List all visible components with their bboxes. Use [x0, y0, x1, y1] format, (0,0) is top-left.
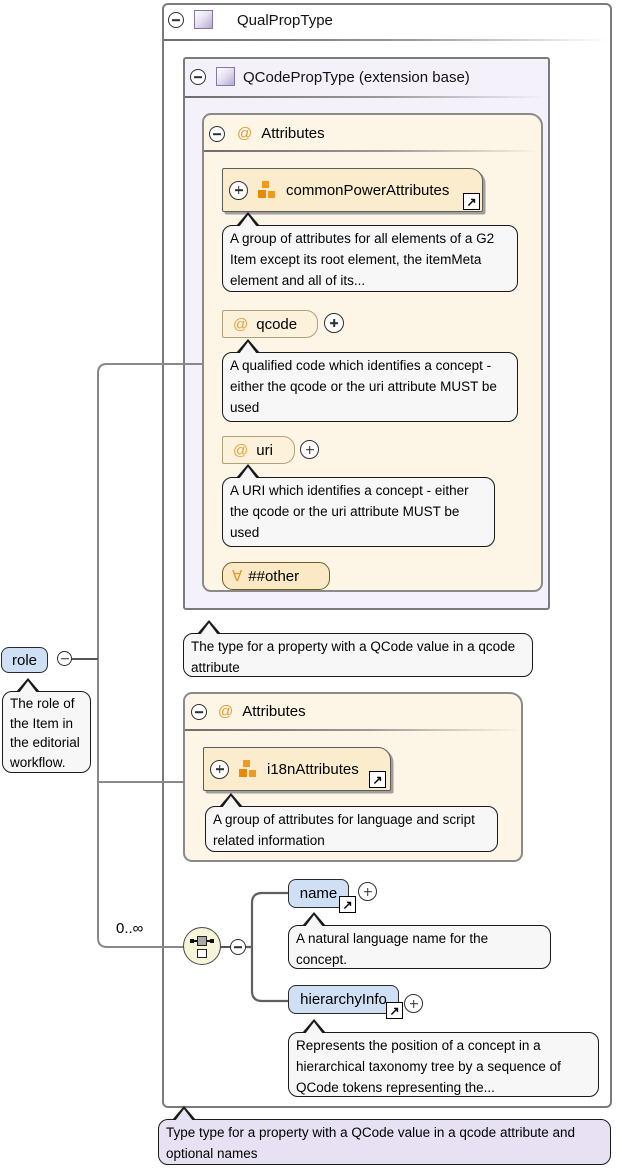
- attributes-label: Attributes: [242, 703, 306, 720]
- wildcard-other[interactable]: ∀ ##other: [222, 562, 330, 590]
- doc-role: The role of the Item in the editorial wo…: [2, 678, 91, 773]
- header-separator: [185, 96, 545, 98]
- attributes-label: Attributes: [261, 125, 325, 142]
- doc-uri: A URI which identifies a concept - eithe…: [222, 464, 495, 547]
- collapse-icon-attributes-1[interactable]: [209, 126, 225, 142]
- qualproptype-title: QualPropType: [237, 12, 333, 29]
- doc-text: A URI which identifies a concept - eithe…: [230, 483, 469, 540]
- element-role[interactable]: role: [1, 647, 48, 673]
- attribute-group-i18nattributes[interactable]: i18nAttributes: [203, 747, 391, 791]
- doc-name: A natural language name for the concept.: [288, 912, 551, 969]
- at-icon: @: [237, 125, 253, 142]
- attribute-group-label: commonPowerAttributes: [286, 181, 450, 199]
- complex-type-icon: [216, 67, 235, 86]
- attribute-uri[interactable]: @ uri: [222, 436, 295, 464]
- doc-qualproptype: Type type for a property with a QCode va…: [158, 1106, 611, 1165]
- header-separator: [185, 729, 520, 731]
- expand-icon-name[interactable]: [358, 882, 377, 901]
- doc-commonpowerattributes: A group of attributes for all elements o…: [222, 212, 518, 292]
- expand-icon-hierarchyinfo[interactable]: [404, 994, 423, 1013]
- doc-text: Type type for a property with a QCode va…: [166, 1125, 575, 1161]
- doc-text: Represents the position of a concept in …: [296, 1038, 561, 1095]
- header-separator: [164, 39, 609, 41]
- expand-icon-qcode[interactable]: [324, 313, 344, 333]
- at-icon: @: [233, 441, 249, 459]
- attribute-group-label: i18nAttributes: [267, 760, 359, 778]
- at-icon: @: [233, 315, 249, 333]
- link-icon[interactable]: [369, 771, 386, 788]
- sequence-compositor-icon[interactable]: [183, 927, 221, 965]
- doc-text: The type for a property with a QCode val…: [191, 639, 516, 675]
- attributes-header-1: @ Attributes: [237, 125, 325, 142]
- at-icon: @: [218, 703, 234, 720]
- attribute-group-icon: [258, 181, 276, 199]
- doc-qcode: A qualified code which identifies a conc…: [222, 339, 518, 422]
- doc-hierarchyinfo: Represents the position of a concept in …: [288, 1019, 599, 1097]
- collapse-icon-sequence[interactable]: [230, 939, 246, 955]
- element-hierarchyinfo[interactable]: hierarchyInfo: [288, 985, 399, 1014]
- link-icon[interactable]: [339, 896, 356, 913]
- expand-icon-uri[interactable]: [300, 440, 319, 459]
- element-label: hierarchyInfo: [300, 991, 387, 1008]
- collapse-icon-role[interactable]: [57, 651, 72, 666]
- attribute-group-icon: [239, 760, 257, 778]
- attributes-header-2: @ Attributes: [218, 703, 306, 720]
- doc-i18nattributes: A group of attributes for language and s…: [205, 793, 498, 852]
- doc-text: A group of attributes for all elements o…: [230, 231, 495, 288]
- wildcard-label: ##other: [248, 567, 300, 585]
- collapse-icon-attributes-2[interactable]: [191, 704, 207, 720]
- doc-text: A natural language name for the concept.: [296, 931, 489, 967]
- complex-type-icon: [194, 10, 213, 29]
- qcodeproptype-title: QCodePropType (extension base): [243, 69, 470, 86]
- occurrence-label: 0..∞: [116, 920, 144, 937]
- doc-text: The role of the Item in the editorial wo…: [10, 696, 80, 770]
- header-separator: [204, 150, 540, 152]
- collapse-icon-qualproptype[interactable]: [168, 12, 184, 28]
- expand-icon[interactable]: [229, 180, 248, 200]
- doc-text: A qualified code which identifies a conc…: [230, 358, 497, 415]
- link-icon[interactable]: [386, 1002, 403, 1019]
- forall-icon: ∀: [232, 568, 243, 585]
- element-label: name: [299, 885, 338, 902]
- doc-qcodeproptype: The type for a property with a QCode val…: [183, 620, 533, 677]
- expand-icon[interactable]: [210, 759, 229, 779]
- attribute-label: uri: [256, 441, 273, 459]
- collapse-icon-qcodeproptype[interactable]: [190, 69, 206, 85]
- attribute-label: qcode: [256, 315, 298, 333]
- doc-text: A group of attributes for language and s…: [213, 812, 475, 848]
- element-label: role: [11, 651, 37, 669]
- attribute-qcode[interactable]: @ qcode: [222, 310, 318, 338]
- link-icon[interactable]: [463, 193, 480, 210]
- attribute-group-commonpowerattributes[interactable]: commonPowerAttributes: [222, 168, 483, 212]
